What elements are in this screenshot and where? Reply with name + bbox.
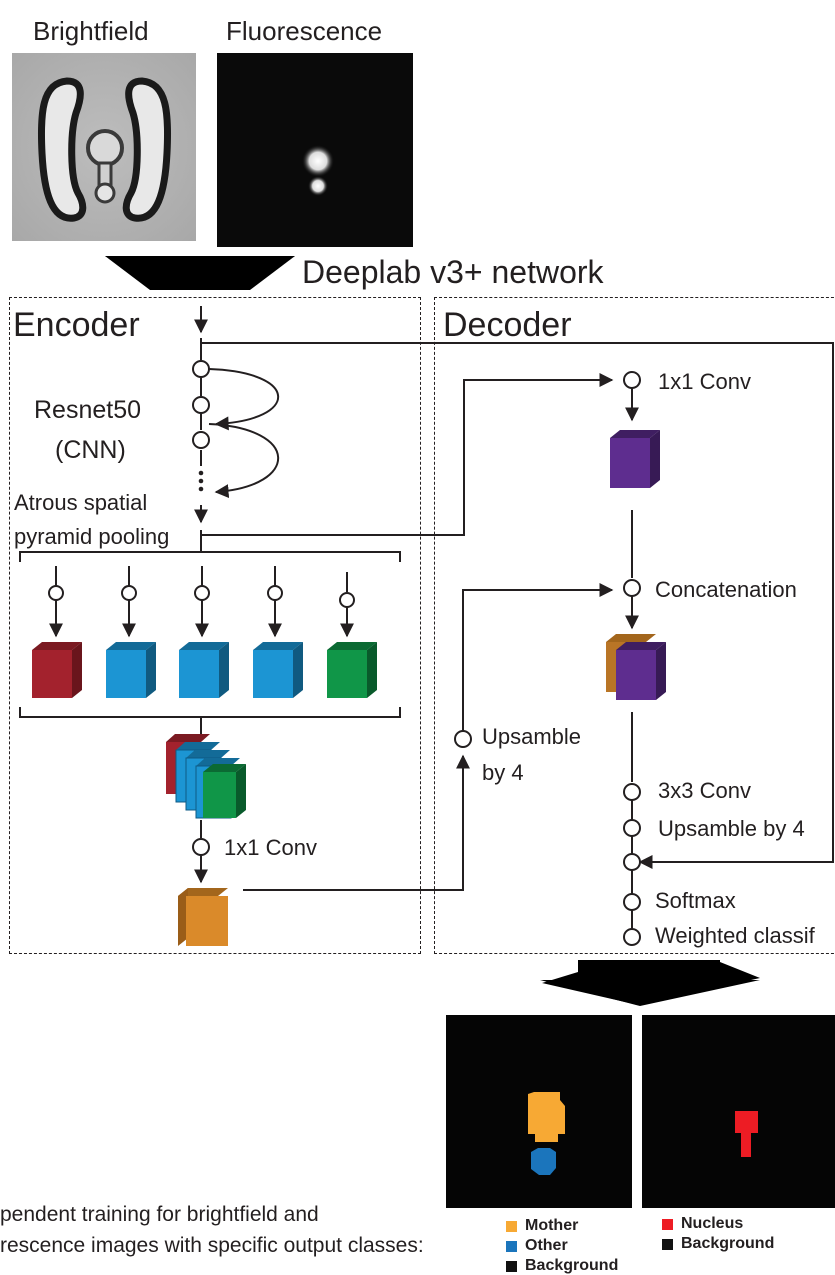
encoder-title: Encoder [13,306,140,344]
upsample-sublabel: by 4 [482,760,524,785]
legend-label: Background [681,1235,775,1252]
legend-swatch [506,1240,517,1252]
encoder-conv-node [192,838,210,856]
fluorescence-label: Fluorescence [226,16,383,46]
legend-item-other: Other [506,1237,568,1255]
decoder-title: Decoder [443,306,572,344]
legend-item-mother: Mother [506,1217,578,1235]
decoder-box [434,297,835,954]
legend-label: Background [525,1257,619,1274]
aspp-sublabel: pyramid pooling [14,524,170,549]
weighted-label: Weighted classif [655,923,815,948]
softmax-node [623,893,641,911]
cube-concat [606,634,666,700]
legend-item-background: Background [506,1257,618,1275]
merge-node [623,853,641,871]
backbone-node [192,360,210,378]
caption-line1: pendent training for brightfield and [0,1203,319,1226]
weighted-node [623,928,641,946]
upsample2-label: Upsamble by 4 [658,816,805,841]
aspp-label: Atrous spatial [14,490,148,515]
brightfield-label: Brightfield [33,16,149,46]
output-mask-brightfield [446,1015,632,1208]
network-label: Deeplab v3+ network [302,254,604,290]
cube-blue-2 [179,642,229,698]
legend-item-nucleus: Nucleus [662,1215,743,1233]
cube-stack [166,734,246,819]
legend-label: Mother [525,1217,579,1234]
cube-blue-1 [106,642,156,698]
fluorescence-image [217,53,413,247]
legend-item-background: Background [662,1235,774,1253]
backbone-node [192,431,210,449]
concat-label: Concatenation [655,577,797,602]
upsample2-node [623,819,641,837]
conv3-node [623,783,641,801]
backbone-label: Resnet50 [34,396,142,424]
legend-swatch [506,1220,517,1232]
conv3-label: 3x3 Conv [658,778,751,803]
cube-orange [178,888,228,946]
legend-swatch [506,1260,517,1272]
legend-label: Other [525,1237,568,1254]
legend-swatch [662,1238,673,1250]
encoder-box [9,297,421,954]
decoder-conv1-label: 1x1 Conv [658,369,751,394]
brightfield-image [12,53,196,241]
caption-line2: rescence images with specific output cla… [0,1234,424,1257]
aspp-branches [48,566,355,638]
cube-purple [610,430,660,488]
legend-label: Nucleus [681,1215,744,1232]
decoder-conv1-node [623,371,641,389]
upsample-label: Upsamble [482,724,582,749]
upsample-node [454,730,472,748]
cube-blue-3 [253,642,303,698]
concat-node [623,579,641,597]
backbone-sublabel: (CNN) [55,436,126,464]
legend-swatch [662,1218,673,1230]
softmax-label: Softmax [655,888,736,913]
output-mask-fluorescence [642,1015,835,1208]
cube-red [32,642,82,698]
encoder-conv-label: 1x1 Conv [224,835,317,860]
output-arrow [540,960,760,1006]
cube-green [327,642,377,698]
backbone-node [192,396,210,414]
input-arrow [105,256,295,290]
